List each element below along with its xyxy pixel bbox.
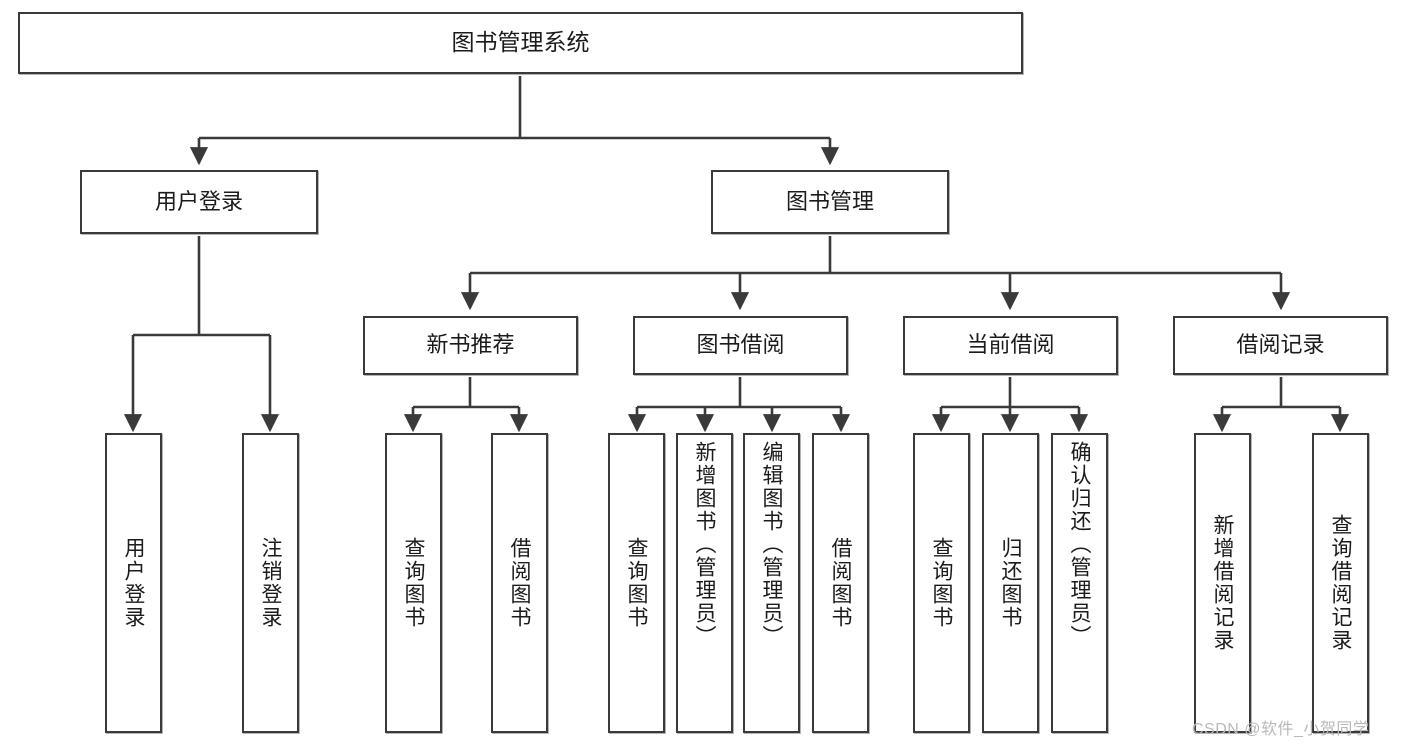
leaf-edit-book[interactable]: 编辑图书（管理员） (743, 433, 800, 733)
node-label: 借阅图书 (508, 537, 531, 629)
leaf-logout[interactable]: 注销登录 (242, 433, 299, 733)
csdn-watermark: CSDN @软件_小贺同学 (1192, 721, 1370, 738)
node-label: 编辑图书（管理员） (760, 441, 783, 648)
node-label: 用户登录 (122, 537, 145, 629)
node-label: 新增借阅记录 (1211, 514, 1234, 652)
node-label: 查询图书 (625, 537, 648, 629)
leaf-query-book-recommendation[interactable]: 查询图书 (385, 433, 442, 733)
leaf-user-login[interactable]: 用户登录 (105, 433, 162, 733)
node-book-management[interactable]: 图书管理 (711, 170, 949, 234)
node-label: 新书推荐 (426, 332, 515, 358)
node-label: 注销登录 (259, 537, 282, 629)
node-book-borrow[interactable]: 图书借阅 (633, 316, 848, 375)
node-label: 借阅图书 (829, 537, 852, 629)
leaf-borrow-book-recommendation[interactable]: 借阅图书 (491, 433, 548, 733)
node-label: 归还图书 (999, 537, 1022, 629)
node-label: 确认归还（管理员） (1068, 441, 1091, 648)
leaf-query-borrow-record[interactable]: 查询借阅记录 (1312, 433, 1369, 733)
node-label: 查询图书 (930, 537, 953, 629)
node-current-borrow[interactable]: 当前借阅 (903, 316, 1118, 375)
node-label: 当前借阅 (966, 332, 1055, 358)
leaf-borrow-book[interactable]: 借阅图书 (812, 433, 869, 733)
node-user-login[interactable]: 用户登录 (80, 170, 318, 234)
node-label: 图书管理 (785, 188, 874, 214)
node-new-book-recommendation[interactable]: 新书推荐 (363, 316, 578, 375)
leaf-confirm-return[interactable]: 确认归还（管理员） (1051, 433, 1108, 733)
node-borrow-record[interactable]: 借阅记录 (1173, 316, 1388, 375)
leaf-add-book[interactable]: 新增图书（管理员） (676, 433, 733, 733)
leaf-query-book-borrow[interactable]: 查询图书 (608, 433, 665, 733)
node-label: 查询借阅记录 (1329, 514, 1352, 652)
node-label: 借阅记录 (1236, 332, 1325, 358)
node-label: 图书管理系统 (451, 29, 590, 56)
leaf-add-borrow-record[interactable]: 新增借阅记录 (1194, 433, 1251, 733)
node-label: 新增图书（管理员） (693, 441, 716, 648)
node-label: 用户登录 (154, 188, 243, 214)
node-root-system[interactable]: 图书管理系统 (18, 12, 1023, 74)
leaf-return-book[interactable]: 归还图书 (982, 433, 1039, 733)
node-label: 图书借阅 (696, 332, 785, 358)
node-label: 查询图书 (402, 537, 425, 629)
leaf-query-book-current[interactable]: 查询图书 (913, 433, 970, 733)
